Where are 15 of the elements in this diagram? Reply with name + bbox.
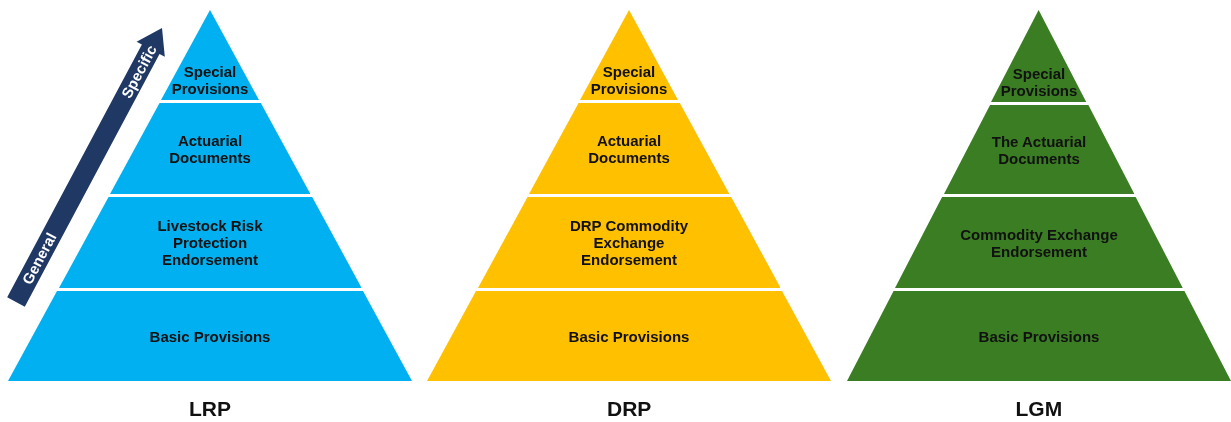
layer-label: Basic Provisions bbox=[568, 327, 690, 345]
layer-label: Special Provisions bbox=[170, 63, 250, 97]
layer-label: Commodity Exchange Endorsement bbox=[959, 225, 1119, 260]
layer-label: Basic Provisions bbox=[978, 327, 1100, 345]
layer-label: Special Provisions bbox=[999, 65, 1079, 99]
layer-label: DRP Commodity Exchange Endorsement bbox=[568, 217, 689, 268]
layer-label: The Actuarial Documents bbox=[990, 132, 1088, 167]
layer-label: Livestock Risk Protection Endorsement bbox=[156, 217, 264, 268]
layer-label: Actuarial Documents bbox=[168, 131, 252, 166]
layer-label: Basic Provisions bbox=[149, 327, 271, 345]
layer-label: Actuarial Documents bbox=[587, 131, 671, 166]
pyramid-title: LRP bbox=[189, 397, 231, 421]
layer-label: Special Provisions bbox=[589, 63, 669, 97]
pyramid-title: DRP bbox=[607, 397, 652, 421]
pyramid-title: LGM bbox=[1015, 397, 1063, 421]
